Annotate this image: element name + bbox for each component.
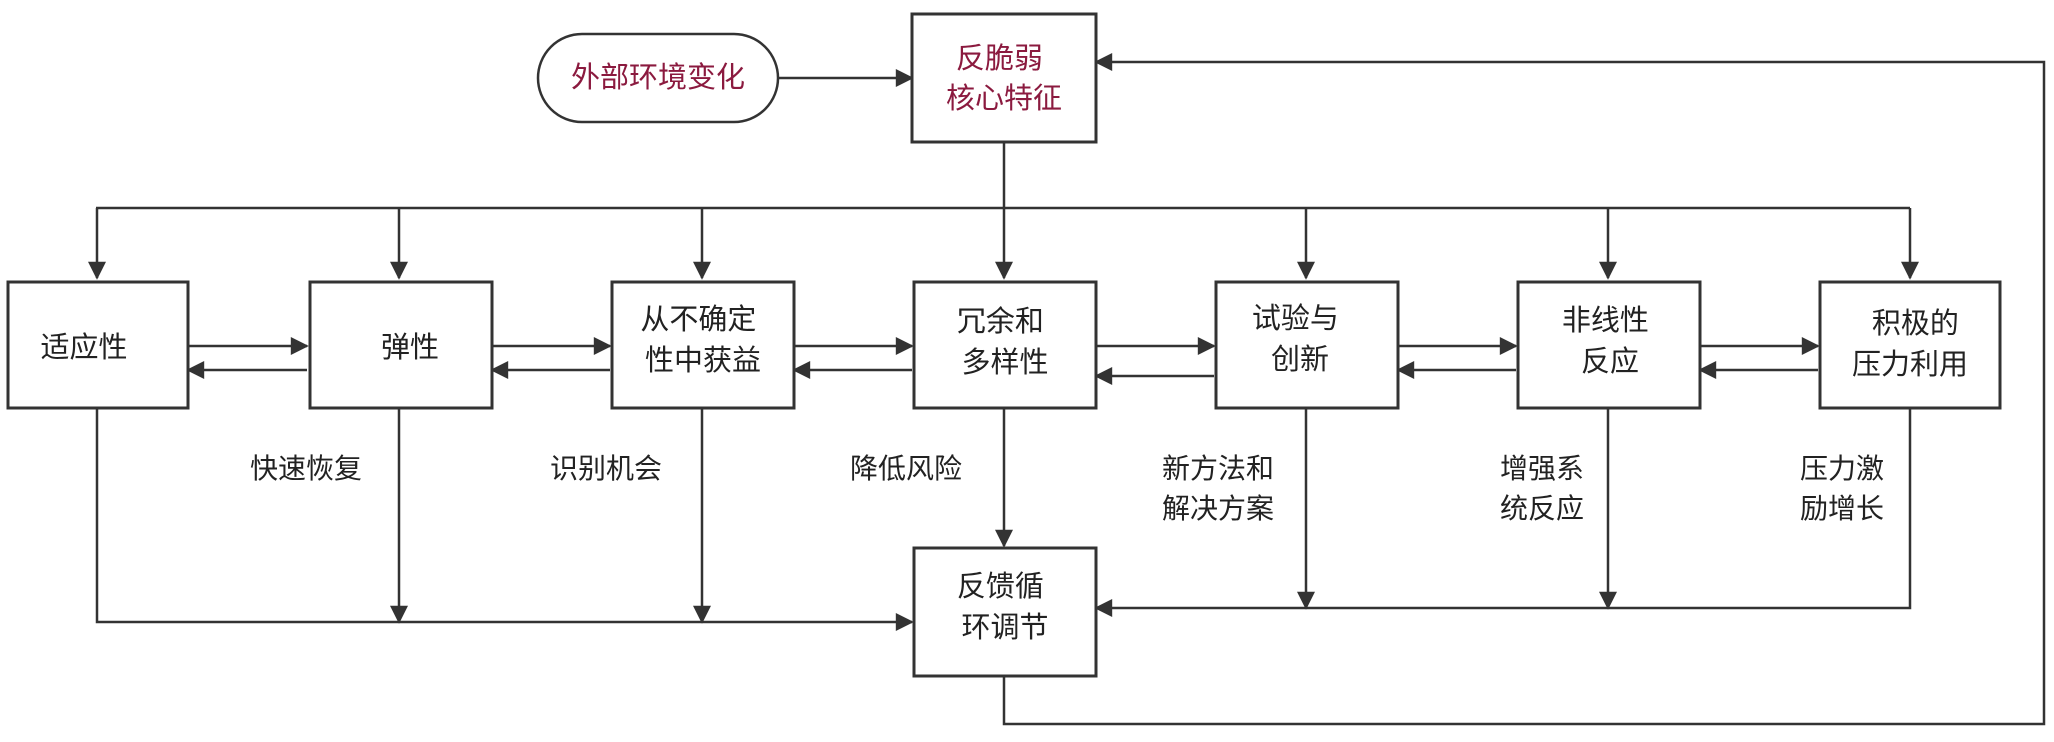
char-label-6: 非线性 反应 [1562,303,1658,378]
char-label-3: 从不确定 性中获益 [640,302,765,377]
char-box-1 [6,280,190,410]
external-environment-label: 外部环境变化 [571,60,745,94]
effect-label-1: 快速恢复 [250,452,362,485]
feedback-loop-to-core [1002,53,2046,726]
char-box-4 [912,280,1098,410]
core-node [910,12,1098,144]
effect-label-2: 识别机会 [550,452,662,485]
characteristics-row: 适应性 弹性 从不确定 性中获益 冗余和 多样性 试验与 创新 非线性 反应 积… [6,280,2002,410]
char-box-6 [1516,280,1702,410]
feedback-node [912,546,1098,678]
char-label-2: 弹性 [381,330,439,364]
char-box-3 [610,280,796,410]
flow-char7-to-feedback [1094,408,1912,617]
external-environment-node [536,32,780,124]
effect-label-3: 降低风险 [850,452,962,485]
char-label-4: 冗余和 多样性 [957,304,1053,379]
char-box-2 [308,280,494,410]
effect-label-5: 增强系 统反应 [1500,452,1593,525]
char-label-7: 积极的 压力利用 [1852,306,1968,381]
effect-label-6: 压力激 励增长 [1800,452,1893,525]
effect-label-4: 新方法和 解决方案 [1162,452,1283,525]
flow-char1-to-feedback [95,408,914,631]
core-label: 反脆弱 核心特征 [946,41,1062,115]
char-label-5: 试验与 创新 [1252,301,1348,376]
char-box-5 [1214,280,1400,410]
feedback-label: 反馈循 环调节 [957,569,1053,644]
char-box-7 [1818,280,2002,410]
effect-labels: 快速恢复 识别机会 降低风险 新方法和 解决方案 增强系 统反应 压力激 励增长 [250,452,1893,525]
char-label-1: 适应性 [40,330,127,364]
